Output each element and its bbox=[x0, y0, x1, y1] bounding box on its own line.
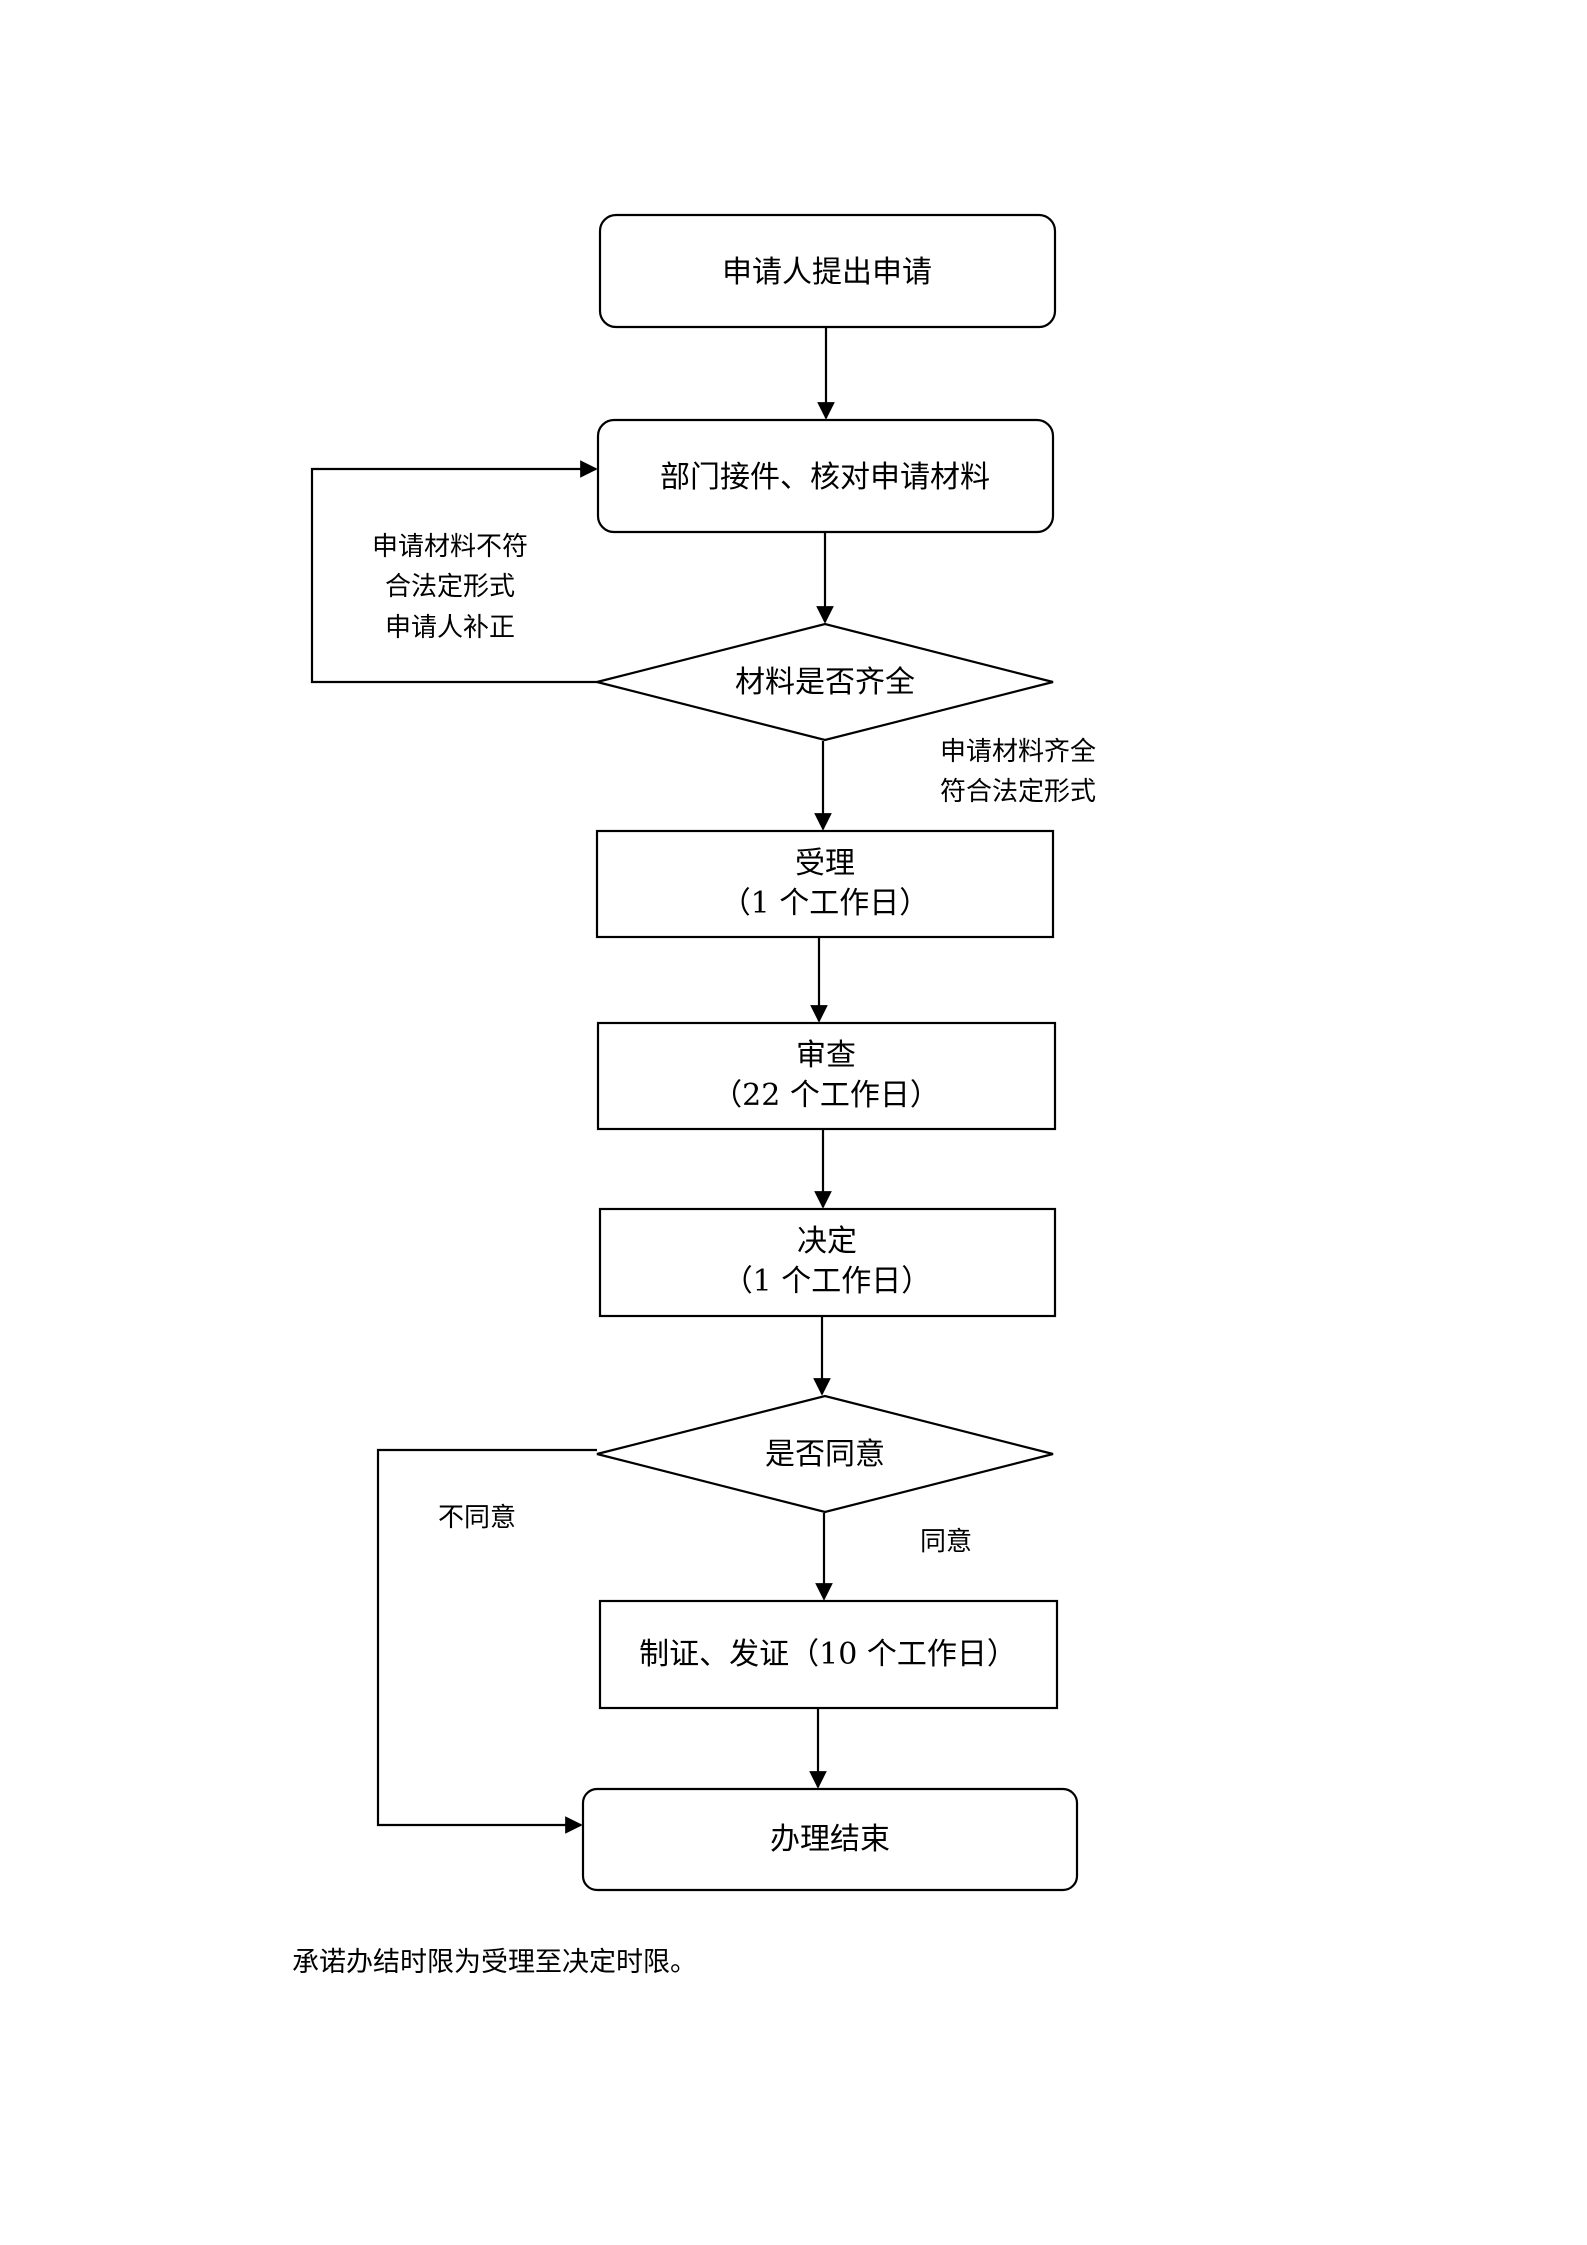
check-materials-node: 部门接件、核对申请材料 bbox=[596, 418, 1055, 534]
materials-complete-decision: 材料是否齐全 bbox=[596, 622, 1054, 742]
issue-certificate-label: 制证、发证（10 个工作日） bbox=[639, 1637, 1017, 1672]
incomplete-label-line-1: 申请材料不符 bbox=[372, 532, 528, 562]
incomplete-label-line-2: 合法定形式 bbox=[385, 572, 515, 602]
issue-certificate-node: 制证、发证（10 个工作日） bbox=[598, 1599, 1059, 1710]
decide-title: 决定 bbox=[797, 1224, 857, 1259]
materials-complete-label: 材料是否齐全 bbox=[735, 665, 915, 700]
arrow-incomplete-loop bbox=[310, 460, 598, 684]
accept-title: 受理 bbox=[795, 846, 855, 881]
accept-node: 受理 （1 个工作日） bbox=[595, 829, 1055, 939]
agree-decision: 是否同意 bbox=[596, 1394, 1054, 1514]
end-node: 办理结束 bbox=[581, 1787, 1079, 1892]
agree-decision-label: 是否同意 bbox=[765, 1437, 885, 1472]
complete-label-line-2: 符合法定形式 bbox=[940, 777, 1096, 807]
check-materials-label: 部门接件、核对申请材料 bbox=[660, 460, 990, 495]
review-node: 审查 （22 个工作日） bbox=[596, 1021, 1057, 1131]
disagree-edge-label: 不同意 bbox=[438, 1503, 516, 1533]
commitment-footnote: 承诺办结时限为受理至决定时限。 bbox=[292, 1947, 697, 1978]
incomplete-edge-label: 申请材料不符 合法定形式 申请人补正 bbox=[372, 532, 528, 643]
end-node-label: 办理结束 bbox=[770, 1822, 890, 1857]
accept-duration: （1 个工作日） bbox=[721, 886, 930, 921]
agree-edge-label: 同意 bbox=[920, 1527, 972, 1557]
review-duration: （22 个工作日） bbox=[712, 1078, 940, 1113]
review-title: 审查 bbox=[796, 1038, 856, 1073]
incomplete-label-line-3: 申请人补正 bbox=[385, 613, 515, 643]
decide-node: 决定 （1 个工作日） bbox=[598, 1207, 1057, 1318]
arrow-disagree-to-end bbox=[376, 1448, 597, 1834]
complete-label-line-1: 申请材料齐全 bbox=[940, 737, 1096, 767]
decide-duration: （1 个工作日） bbox=[723, 1264, 932, 1299]
start-node-label: 申请人提出申请 bbox=[722, 255, 932, 290]
complete-edge-label: 申请材料齐全 符合法定形式 bbox=[940, 737, 1096, 807]
start-node: 申请人提出申请 bbox=[598, 213, 1057, 329]
